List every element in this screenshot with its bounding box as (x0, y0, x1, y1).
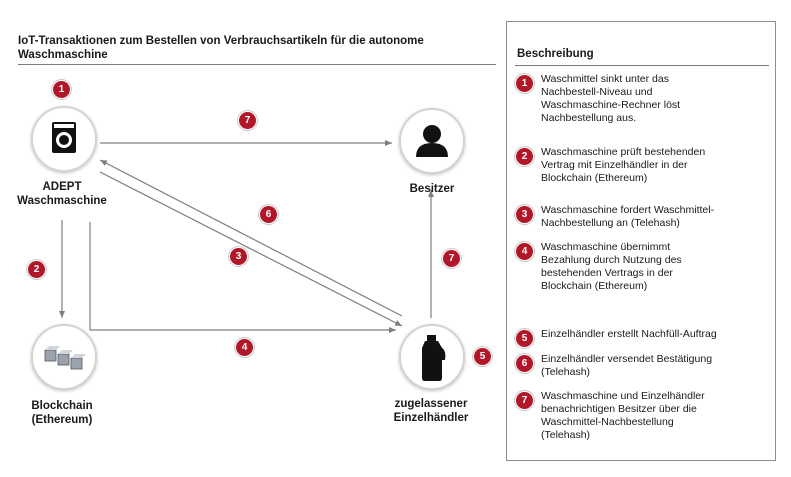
blocks-icon (44, 346, 86, 370)
step-3-text: Waschmaschine fordert Waschmittel- Nachb… (541, 204, 715, 229)
step-7-badge: 7 (515, 391, 534, 410)
step-3-badge: 3 (515, 205, 534, 224)
step-2-badge: 2 (515, 147, 534, 166)
description-panel: Beschreibung 1 Waschmittel sinkt unter d… (506, 21, 776, 461)
description-heading: Beschreibung (517, 48, 594, 60)
title-divider (18, 64, 496, 65)
step-badge-2: 2 (27, 260, 46, 279)
arrow-washer-to-retailer (99, 171, 403, 327)
detergent-bottle-icon (422, 335, 446, 381)
person-icon (416, 125, 448, 157)
description-divider (515, 65, 769, 66)
step-1-text: Waschmittel sinkt unter das Nachbestell-… (541, 73, 681, 124)
step-badge-6: 6 (259, 205, 278, 224)
blockchain-label: Blockchain (Ethereum) (31, 400, 93, 426)
step-6-text: Einzelhändler versendet Bestätigung (Tel… (541, 353, 713, 378)
step-7-text: Waschmaschine und Einzelhändler benachri… (541, 390, 705, 441)
arrow-retailer-to-washer (99, 159, 403, 317)
flow-arrows (59, 140, 434, 333)
washer-label: ADEPT Waschmaschine (17, 181, 107, 207)
step-badge-7-top: 7 (238, 111, 257, 130)
step-badge-7-right: 7 (442, 249, 461, 268)
diagram-title: IoT-Transaktionen zum Bestellen von Verb… (18, 35, 424, 61)
retailer-node (399, 324, 465, 390)
step-5-badge: 5 (515, 329, 534, 348)
step-badge-3: 3 (229, 247, 248, 266)
step-badge-1: 1 (52, 80, 71, 99)
washing-machine-icon (52, 122, 76, 153)
washer-node (31, 106, 97, 172)
step-5-text: Einzelhändler erstellt Nachfüll-Auftrag (541, 328, 717, 340)
step-6-badge: 6 (515, 354, 534, 373)
arrow-payment-to-retailer (89, 222, 396, 333)
blockchain-node (31, 324, 97, 390)
step-badge-5: 5 (473, 347, 492, 366)
step-4-badge: 4 (515, 242, 534, 261)
step-4-text: Waschmaschine übernimmt Bezahlung durch … (541, 241, 682, 292)
owner-label: Besitzer (409, 183, 455, 195)
owner-node (399, 108, 465, 174)
retailer-label: zugelassener Einzelhändler (393, 398, 469, 424)
step-badge-4: 4 (235, 338, 254, 357)
step-1-badge: 1 (515, 74, 534, 93)
step-2-text: Waschmaschine prüft bestehenden Vertrag … (541, 146, 706, 184)
